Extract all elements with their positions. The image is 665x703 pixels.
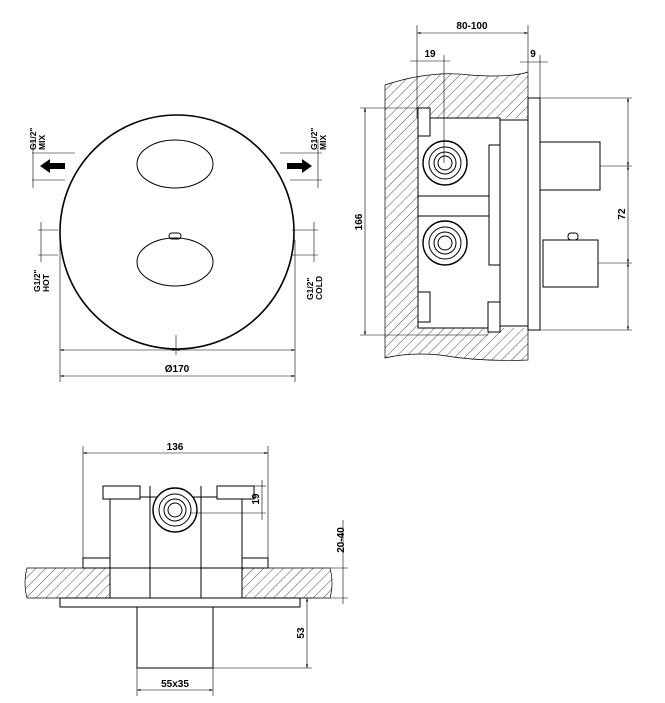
mix-right-size: G1/2" (309, 128, 319, 150)
front-view-labels: G1/2" MIX G1/2" MIX G1/2" HOT G1/2" COLD… (28, 128, 328, 375)
hot-label: HOT (41, 273, 51, 292)
handle-size-dimension: 55x35 (161, 679, 189, 690)
upper-handle (136, 139, 214, 189)
lower-handle-side (542, 239, 599, 288)
side-view (360, 25, 632, 361)
inlet-lower (422, 220, 468, 266)
upper-handle-side (539, 141, 601, 191)
outlet-arrow-right-icon (287, 159, 312, 173)
lower-handle (136, 237, 214, 287)
mix-left-label: MIX (37, 135, 47, 150)
height-dimension: 166 (354, 213, 365, 230)
mix-right-label: MIX (318, 135, 328, 150)
front-view (32, 114, 322, 382)
cover-plate (59, 114, 295, 350)
handle-spacing-dimension: 72 (617, 208, 628, 220)
width-dimension: 136 (167, 442, 184, 453)
depth-dimension: 80-100 (456, 21, 488, 32)
cold-label: COLD (314, 276, 324, 300)
bottom-view-labels: 136 19 20-40 53 55x35 (161, 442, 347, 690)
cold-size: G1/2" (305, 278, 315, 300)
diameter-dimension: Ø170 (165, 364, 190, 375)
inlet-offset-bottom-dimension: 19 (251, 493, 262, 505)
plate-thickness-dimension: 9 (530, 49, 536, 60)
inlet-upper (422, 140, 468, 186)
inlet-bottom (152, 487, 198, 533)
hot-size: G1/2" (32, 270, 42, 292)
cover-plate-bottom (59, 597, 301, 608)
handle-projection-dimension: 53 (296, 627, 307, 639)
wall-range-dimension: 20-40 (336, 527, 347, 553)
knob (168, 232, 182, 240)
side-view-labels: 80-100 19 9 166 72 (354, 21, 628, 230)
mix-left-size: G1/2" (28, 128, 38, 150)
valve-body (417, 117, 501, 329)
inlet-offset-dimension: 19 (424, 49, 436, 60)
cover-plate-side (527, 97, 541, 331)
bottom-view (24, 446, 348, 696)
outlet-arrow-left-icon (40, 159, 65, 173)
handle-bottom (136, 606, 214, 669)
